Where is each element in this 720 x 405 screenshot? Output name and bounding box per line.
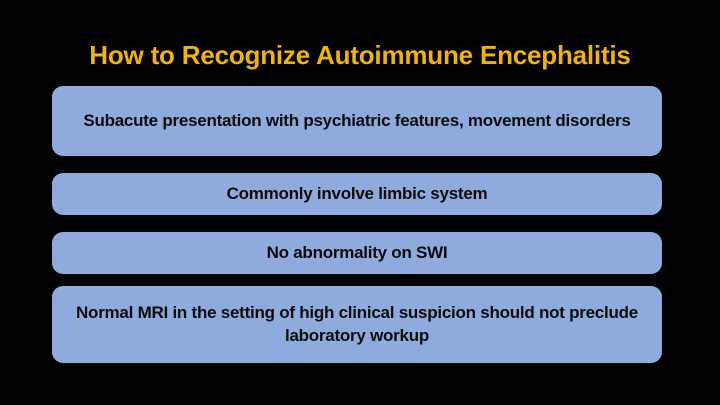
callout-box-2: Commonly involve limbic system	[52, 173, 662, 215]
callout-box-4: Normal MRI in the setting of high clinic…	[52, 286, 662, 363]
callout-box-4-text: Normal MRI in the setting of high clinic…	[76, 302, 638, 345]
callout-box-3: No abnormality on SWI	[52, 232, 662, 274]
callout-box-2-text: Commonly involve limbic system	[226, 183, 488, 203]
callout-box-1-text: Subacute presentation with psychiatric f…	[83, 110, 631, 130]
page-title: How to Recognize Autoimmune Encephalitis	[89, 40, 631, 70]
callout-box-3-text: No abnormality on SWI	[266, 242, 448, 262]
callout-box-1: Subacute presentation with psychiatric f…	[52, 86, 662, 156]
